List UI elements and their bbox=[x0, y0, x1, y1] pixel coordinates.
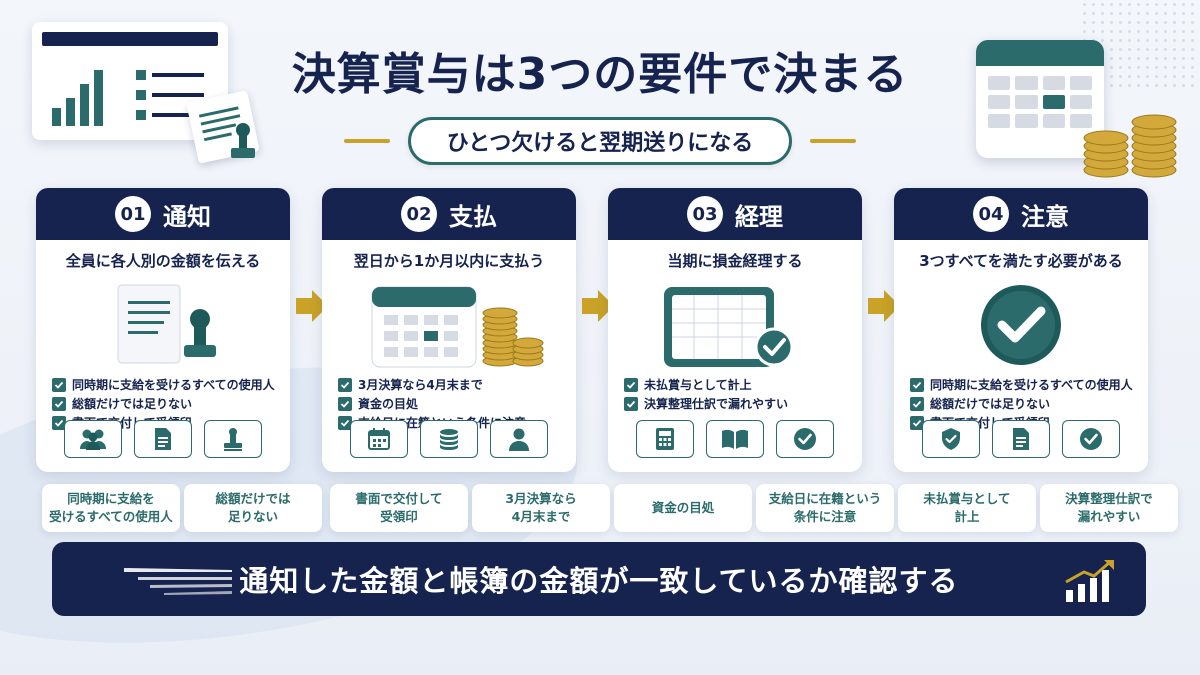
checklist-item: 総額だけでは足りない bbox=[910, 394, 1148, 413]
checkbox-icon bbox=[624, 396, 638, 411]
speed-lines-icon bbox=[124, 568, 232, 595]
checklist: 未払賞与として計上 決算整理仕訳で漏れやすい bbox=[608, 375, 862, 413]
card-payment: 02 支払 翌日から1か月以内に支払う 3月決算なら4月末まで 資金の目処 支給… bbox=[322, 188, 576, 472]
checklist-item: 総額だけでは足りない bbox=[52, 394, 290, 413]
stamp-icon bbox=[204, 420, 262, 458]
card-caution: 04 注意 3つすべてを満たす必要がある 同時期に支給を受けるすべての使用人 総… bbox=[894, 188, 1148, 472]
calendar-icon bbox=[350, 420, 408, 458]
subtitle-row: ひとつ欠けると翌期送りになる bbox=[0, 117, 1200, 165]
summary-pill: 同時期に支給を 受けるすべての使用人 bbox=[42, 484, 180, 532]
checkbox-icon bbox=[910, 396, 924, 411]
checkbox-icon bbox=[910, 415, 924, 430]
card-lead: 全員に各人別の金額を伝える bbox=[65, 252, 261, 270]
card-title: 支払 bbox=[449, 202, 497, 231]
people-icon bbox=[64, 420, 122, 458]
check-circle-icon bbox=[776, 420, 834, 458]
document-icon bbox=[134, 420, 192, 458]
checklist-item: 資金の目処 bbox=[338, 394, 576, 413]
checkbox-icon bbox=[52, 377, 66, 392]
icon-row bbox=[36, 420, 290, 458]
stamp-illustration bbox=[228, 122, 258, 162]
subtitle-line-right bbox=[810, 139, 857, 143]
document-icon bbox=[992, 420, 1050, 458]
checkbox-icon bbox=[338, 396, 352, 411]
shield-check-icon bbox=[922, 420, 980, 458]
checklist-item: 同時期に支給を受けるすべての使用人 bbox=[52, 375, 290, 394]
card-header: 01 通知 bbox=[36, 188, 290, 240]
arrow-right-icon bbox=[868, 290, 900, 322]
growth-chart-icon bbox=[1065, 560, 1114, 602]
conclusion-text: 通知した金額と帳簿の金額が一致しているか確認する bbox=[239, 564, 959, 598]
document-stamp-illustration bbox=[36, 279, 290, 371]
checkbox-icon bbox=[338, 415, 352, 430]
big-check-illustration bbox=[894, 279, 1148, 371]
person-icon bbox=[490, 420, 548, 458]
icon-row bbox=[322, 420, 576, 458]
arrow-right-icon bbox=[582, 290, 614, 322]
icon-row bbox=[894, 420, 1148, 458]
card-lead: 翌日から1か月以内に支払う bbox=[353, 252, 545, 270]
summary-pill: 支給日に在籍という 条件に注意 bbox=[756, 484, 894, 532]
card-title: 通知 bbox=[163, 202, 211, 231]
checklist-item: 未払賞与として計上 bbox=[624, 375, 862, 394]
card-notice: 01 通知 全員に各人別の金額を伝える 同時期に支給を受けるすべての使用人 総額… bbox=[36, 188, 290, 472]
card-title: 経理 bbox=[735, 202, 783, 231]
checkbox-icon bbox=[338, 377, 352, 392]
checkbox-icon bbox=[910, 377, 924, 392]
card-header: 03 経理 bbox=[608, 188, 862, 240]
checkbox-icon bbox=[624, 377, 638, 392]
summary-pill: 総額だけでは 足りない bbox=[184, 484, 322, 532]
checklist-item: 決算整理仕訳で漏れやすい bbox=[624, 394, 862, 413]
summary-pill: 未払賞与として 計上 bbox=[898, 484, 1036, 532]
coins-icon bbox=[420, 420, 478, 458]
card-number: 02 bbox=[401, 196, 437, 232]
card-header: 02 支払 bbox=[322, 188, 576, 240]
checklist-item: 3月決算なら4月末まで bbox=[338, 375, 576, 394]
subtitle-line-left bbox=[343, 139, 390, 143]
summary-pill: 書面で交付して 受領印 bbox=[330, 484, 468, 532]
subtitle: ひとつ欠けると翌期送りになる bbox=[407, 117, 793, 165]
summary-pill: 決算整理仕訳で 漏れやすい bbox=[1040, 484, 1178, 532]
summary-pill: 3月決算なら 4月末まで bbox=[472, 484, 610, 532]
card-number: 04 bbox=[973, 196, 1009, 232]
calendar-illustration bbox=[976, 40, 1104, 158]
checklist-item: 同時期に支給を受けるすべての使用人 bbox=[910, 375, 1148, 394]
ledger-check-illustration bbox=[608, 279, 862, 371]
card-lead: 3つすべてを満たす必要がある bbox=[919, 252, 1123, 270]
arrow-right-icon bbox=[296, 290, 328, 322]
conclusion-banner: 通知した金額と帳簿の金額が一致しているか確認する bbox=[52, 542, 1146, 616]
calendar-coins-illustration bbox=[322, 279, 576, 371]
card-title: 注意 bbox=[1021, 202, 1069, 231]
card-number: 03 bbox=[687, 196, 723, 232]
card-accounting: 03 経理 当期に損金経理する 未払賞与として計上 決算整理仕訳で漏れやすい bbox=[608, 188, 862, 472]
page-title: 決算賞与は3つの要件で決まる bbox=[291, 49, 909, 100]
calculator-icon bbox=[636, 420, 694, 458]
card-number: 01 bbox=[115, 196, 151, 232]
checkbox-icon bbox=[52, 415, 66, 430]
summary-pill: 資金の目処 bbox=[614, 484, 752, 532]
card-header: 04 注意 bbox=[894, 188, 1148, 240]
check-circle-icon bbox=[1062, 420, 1120, 458]
checkbox-icon bbox=[52, 396, 66, 411]
card-lead: 当期に損金経理する bbox=[667, 252, 803, 270]
icon-row bbox=[608, 420, 862, 458]
book-icon bbox=[706, 420, 764, 458]
document-illustration bbox=[186, 90, 260, 164]
coins-illustration bbox=[1083, 114, 1177, 178]
